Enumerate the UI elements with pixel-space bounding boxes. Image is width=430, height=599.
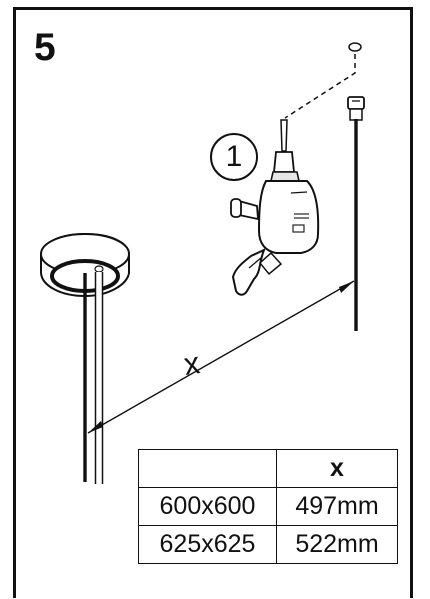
step-number: 5	[34, 26, 56, 69]
table-cell: 522mm	[276, 525, 398, 564]
ceiling-hole-icon	[348, 42, 362, 52]
drill-guide-line	[284, 54, 356, 119]
table-cell: 625x625	[138, 525, 277, 564]
dimension-arrow	[87, 280, 355, 434]
table-header-empty	[138, 449, 277, 488]
step-marker-label: 1	[225, 140, 243, 173]
table-header-x: x	[276, 449, 398, 488]
drill-icon	[230, 119, 320, 296]
table-cell: 600x600	[138, 487, 277, 526]
table-cell: 497mm	[276, 487, 398, 526]
step-marker-circle	[210, 133, 258, 181]
instruction-frame	[13, 7, 413, 598]
wall-plug-icon	[347, 96, 365, 121]
table-row: 625x625 522mm	[138, 525, 398, 564]
table-row: 600x600 497mm	[138, 487, 398, 526]
size-table: x 600x600 497mm 625x625 522mm	[138, 449, 398, 564]
table-header-row: x	[138, 449, 398, 488]
